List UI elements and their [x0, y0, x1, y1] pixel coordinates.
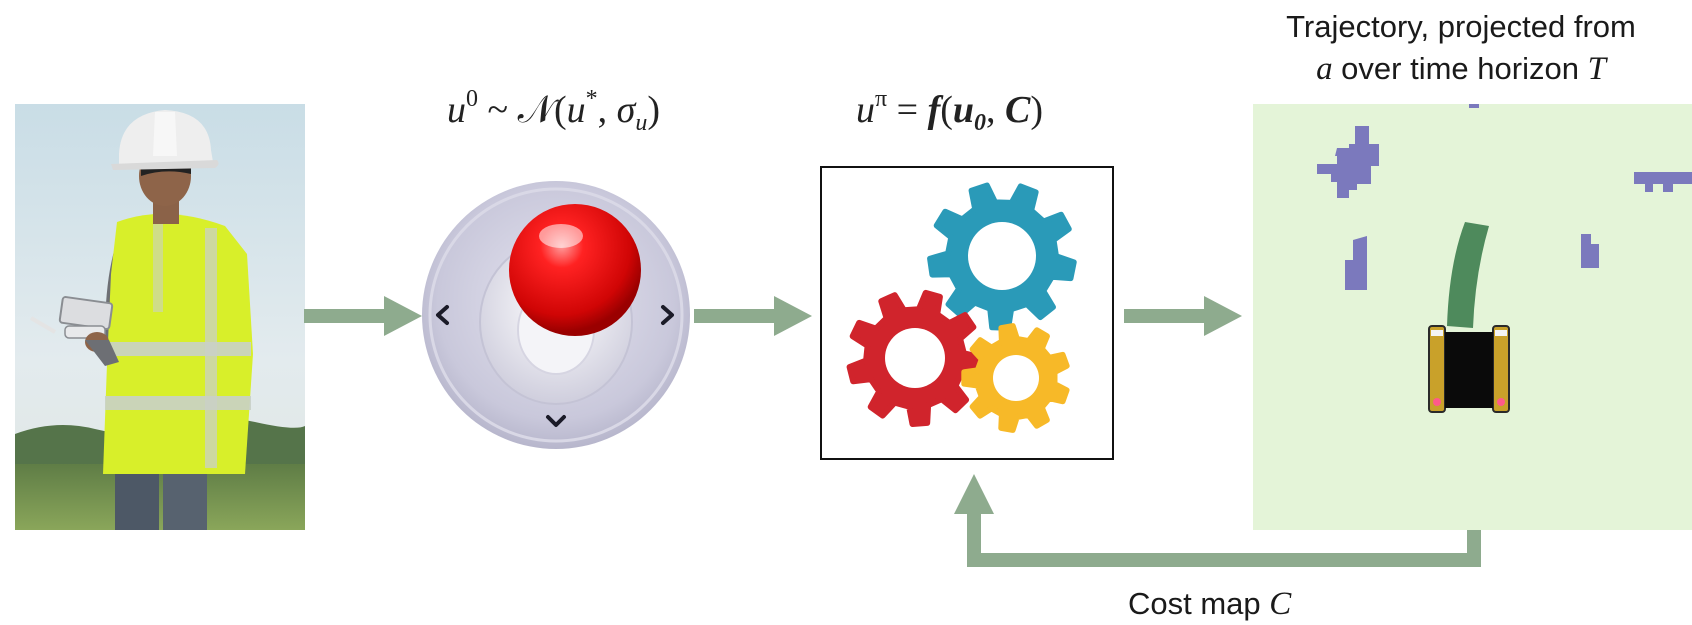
eq-joystick-rel: ~: [478, 89, 518, 131]
eq-joystick-sigma-sub: u: [635, 110, 648, 136]
eq-joystick-mean: u: [566, 89, 586, 131]
eq-policy-comma: ,: [986, 89, 1006, 131]
eq-policy-arg1-sub: 0: [974, 110, 987, 136]
gear-blue-hole: [968, 222, 1036, 290]
trajectory-var-t: T: [1587, 51, 1606, 87]
trajectory-var-a: a: [1316, 51, 1333, 87]
arrow-operator-to-joystick: [304, 296, 422, 336]
eq-policy-lhs-sup: π: [875, 86, 888, 112]
trajectory-path: [1447, 222, 1489, 328]
gears-icon: [846, 182, 1077, 433]
cost-map: [1253, 104, 1692, 530]
trajectory-caption-line2: a over time horizon T: [1230, 48, 1692, 90]
gear-yellow-hole: [993, 355, 1039, 401]
eq-joystick-lhs-sup: 0: [466, 86, 478, 112]
eq-policy-lhs: u: [856, 89, 875, 131]
cost-map-caption: Cost map C: [1128, 586, 1291, 623]
eq-policy-eq: =: [887, 89, 928, 131]
eq-policy-arg1: u: [952, 89, 975, 131]
trajectory-caption-middle: over time horizon: [1332, 51, 1588, 86]
eq-policy-close: ): [1030, 89, 1044, 131]
trajectory-caption: Trajectory, projected from a over time h…: [1230, 6, 1692, 90]
eq-joystick-close: ): [647, 89, 661, 131]
operator-photo: [15, 104, 305, 530]
policy-equation: uπ = f(u0, C): [856, 86, 1044, 135]
eq-joystick-mean-sup: *: [585, 86, 598, 112]
joystick-icon: [422, 181, 690, 449]
eq-policy-arg2: C: [1005, 89, 1031, 131]
eq-joystick-comma: ,: [597, 89, 617, 131]
cost-map-var-c: C: [1269, 586, 1292, 622]
cost-map-caption-text: Cost map: [1128, 586, 1270, 621]
gear-red-hole: [885, 328, 945, 388]
policy-box: [820, 166, 1114, 460]
eq-joystick-lhs: u: [447, 89, 466, 131]
eq-policy-open: (: [940, 89, 953, 131]
joystick-equation: u0 ~ 𝒩(u*, σu): [447, 86, 661, 135]
eq-policy-func: f: [927, 89, 941, 131]
arrow-joystick-to-policy: [694, 296, 812, 336]
trajectory-caption-line1: Trajectory, projected from: [1286, 9, 1636, 44]
eq-joystick-open: (: [553, 89, 567, 131]
arrow-policy-to-costmap: [1124, 296, 1242, 336]
feedback-arrow-costmap-to-policy: [954, 474, 1481, 567]
obstacles: [1317, 104, 1692, 290]
eq-joystick-dist: 𝒩: [517, 89, 554, 131]
eq-joystick-sigma: σ: [616, 89, 636, 131]
robot-vehicle-icon: [1428, 325, 1510, 413]
